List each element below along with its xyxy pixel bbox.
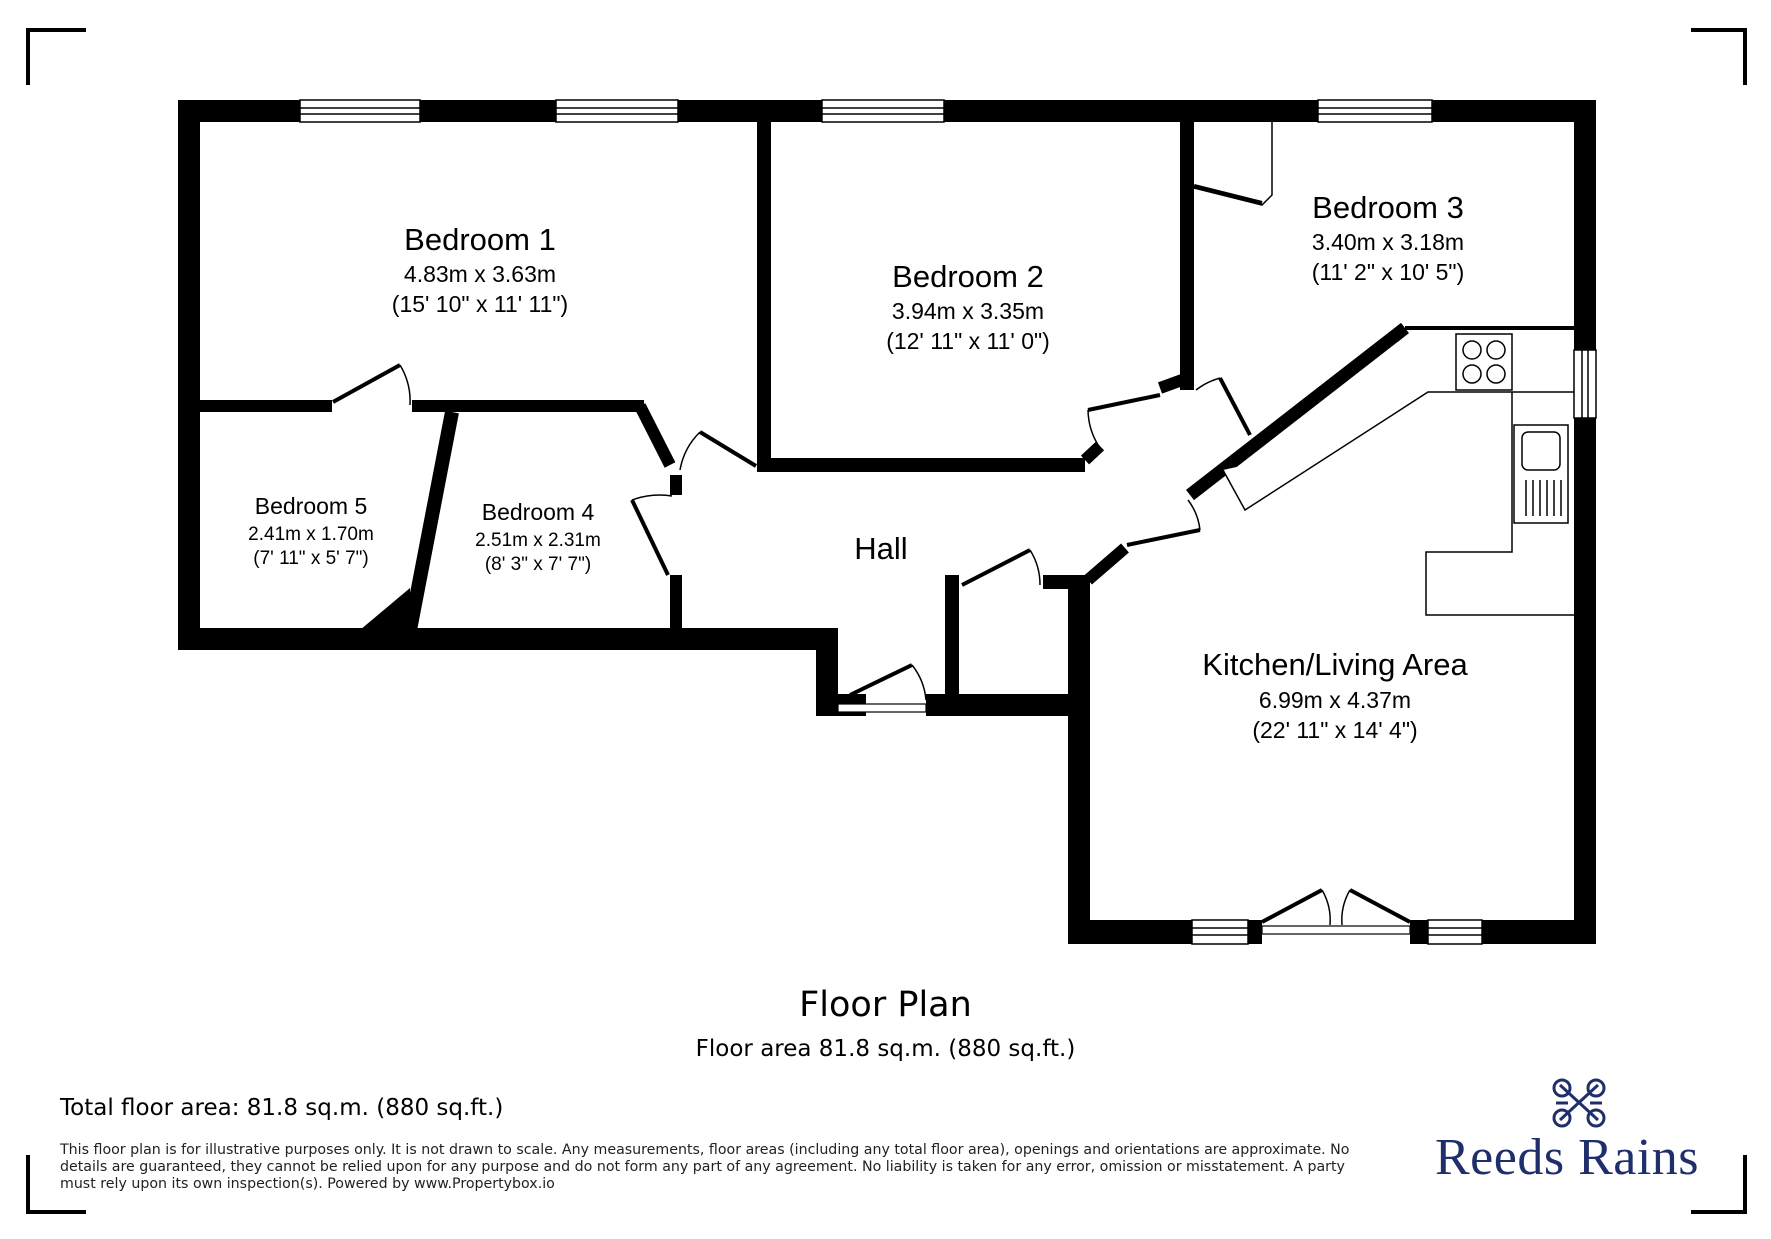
windows (299, 99, 1597, 945)
bedroom3-metric: 3.40m x 3.18m (1312, 229, 1464, 255)
sink-icon (1513, 424, 1569, 524)
window (1317, 99, 1433, 123)
door (698, 430, 758, 468)
bedroom5-metric: 2.41m x 1.70m (248, 524, 374, 545)
bedroom5-imperial: (7' 11" x 5' 7") (253, 548, 368, 569)
brand-logo: Reeds Rains (1435, 1129, 1700, 1186)
crossed-keys-icon (1552, 1078, 1606, 1128)
disclaimer-text: This floor plan is for illustrative purp… (60, 1142, 1350, 1192)
door (1126, 528, 1201, 547)
kitchen-name: Kitchen/Living Area (1202, 647, 1468, 682)
door-swing (1187, 499, 1201, 531)
bedroom2-imperial: (12' 11" x 11' 0") (886, 328, 1050, 354)
bedroom1-imperial: (15' 10" x 11' 11") (392, 291, 568, 317)
bedroom5-name: Bedroom 5 (255, 493, 368, 519)
bedroom3-name: Bedroom 3 (1312, 190, 1464, 225)
door (1349, 888, 1411, 924)
window (555, 99, 679, 123)
bedroom2-metric: 3.94m x 3.35m (892, 298, 1044, 324)
angled-walls (403, 322, 1574, 632)
window (821, 99, 945, 123)
hall-name: Hall (854, 531, 907, 566)
hob-icon (1455, 333, 1513, 391)
window (1573, 349, 1597, 419)
crop-marks (26, 28, 1747, 1214)
kitchen-imperial: (22' 11" x 14' 4") (1252, 717, 1417, 743)
bedroom4-imperial: (8' 3" x 7' 7") (485, 554, 591, 575)
door (961, 548, 1031, 587)
door-swing (631, 494, 673, 501)
plan-title: Floor Plan (799, 985, 972, 1025)
door (1087, 393, 1161, 412)
bedroom3-imperial: (11' 2" x 10' 5") (1312, 259, 1465, 285)
window (299, 99, 421, 123)
door (849, 663, 913, 697)
door-swing (1195, 377, 1221, 391)
bedroom1-metric: 4.83m x 3.63m (404, 261, 556, 287)
total-floor-area: Total floor area: 81.8 sq.m. (880 sq.ft.… (60, 1095, 504, 1121)
room-labels: Bedroom 1 4.83m x 3.63m (15' 10" x 11' 1… (248, 190, 1468, 743)
bedroom1-name: Bedroom 1 (404, 222, 556, 257)
window (1427, 919, 1483, 945)
window (1191, 919, 1249, 945)
door-swing (1341, 889, 1351, 926)
doors (332, 122, 1411, 935)
bedroom2-name: Bedroom 2 (892, 259, 1044, 294)
kitchen-units (1222, 333, 1574, 616)
door (332, 363, 401, 404)
door (1261, 888, 1323, 924)
cupboard-corner (360, 588, 410, 630)
door-swing (1029, 549, 1041, 586)
kitchen-metric: 6.99m x 4.37m (1259, 687, 1411, 713)
worktop (1425, 392, 1574, 616)
door-swing (399, 364, 411, 406)
walls (178, 100, 1596, 944)
bedroom4-metric: 2.51m x 2.31m (475, 530, 601, 551)
bedroom4-name: Bedroom 4 (482, 499, 595, 525)
door-swing (1321, 889, 1331, 926)
plan-floor-area: Floor area 81.8 sq.m. (880 sq.ft.) (695, 1036, 1076, 1062)
door (1218, 377, 1252, 436)
door-swing (911, 664, 927, 701)
door (630, 499, 670, 576)
door-swing (679, 431, 701, 471)
worktop (1222, 391, 1574, 512)
door-swing (1087, 409, 1101, 449)
